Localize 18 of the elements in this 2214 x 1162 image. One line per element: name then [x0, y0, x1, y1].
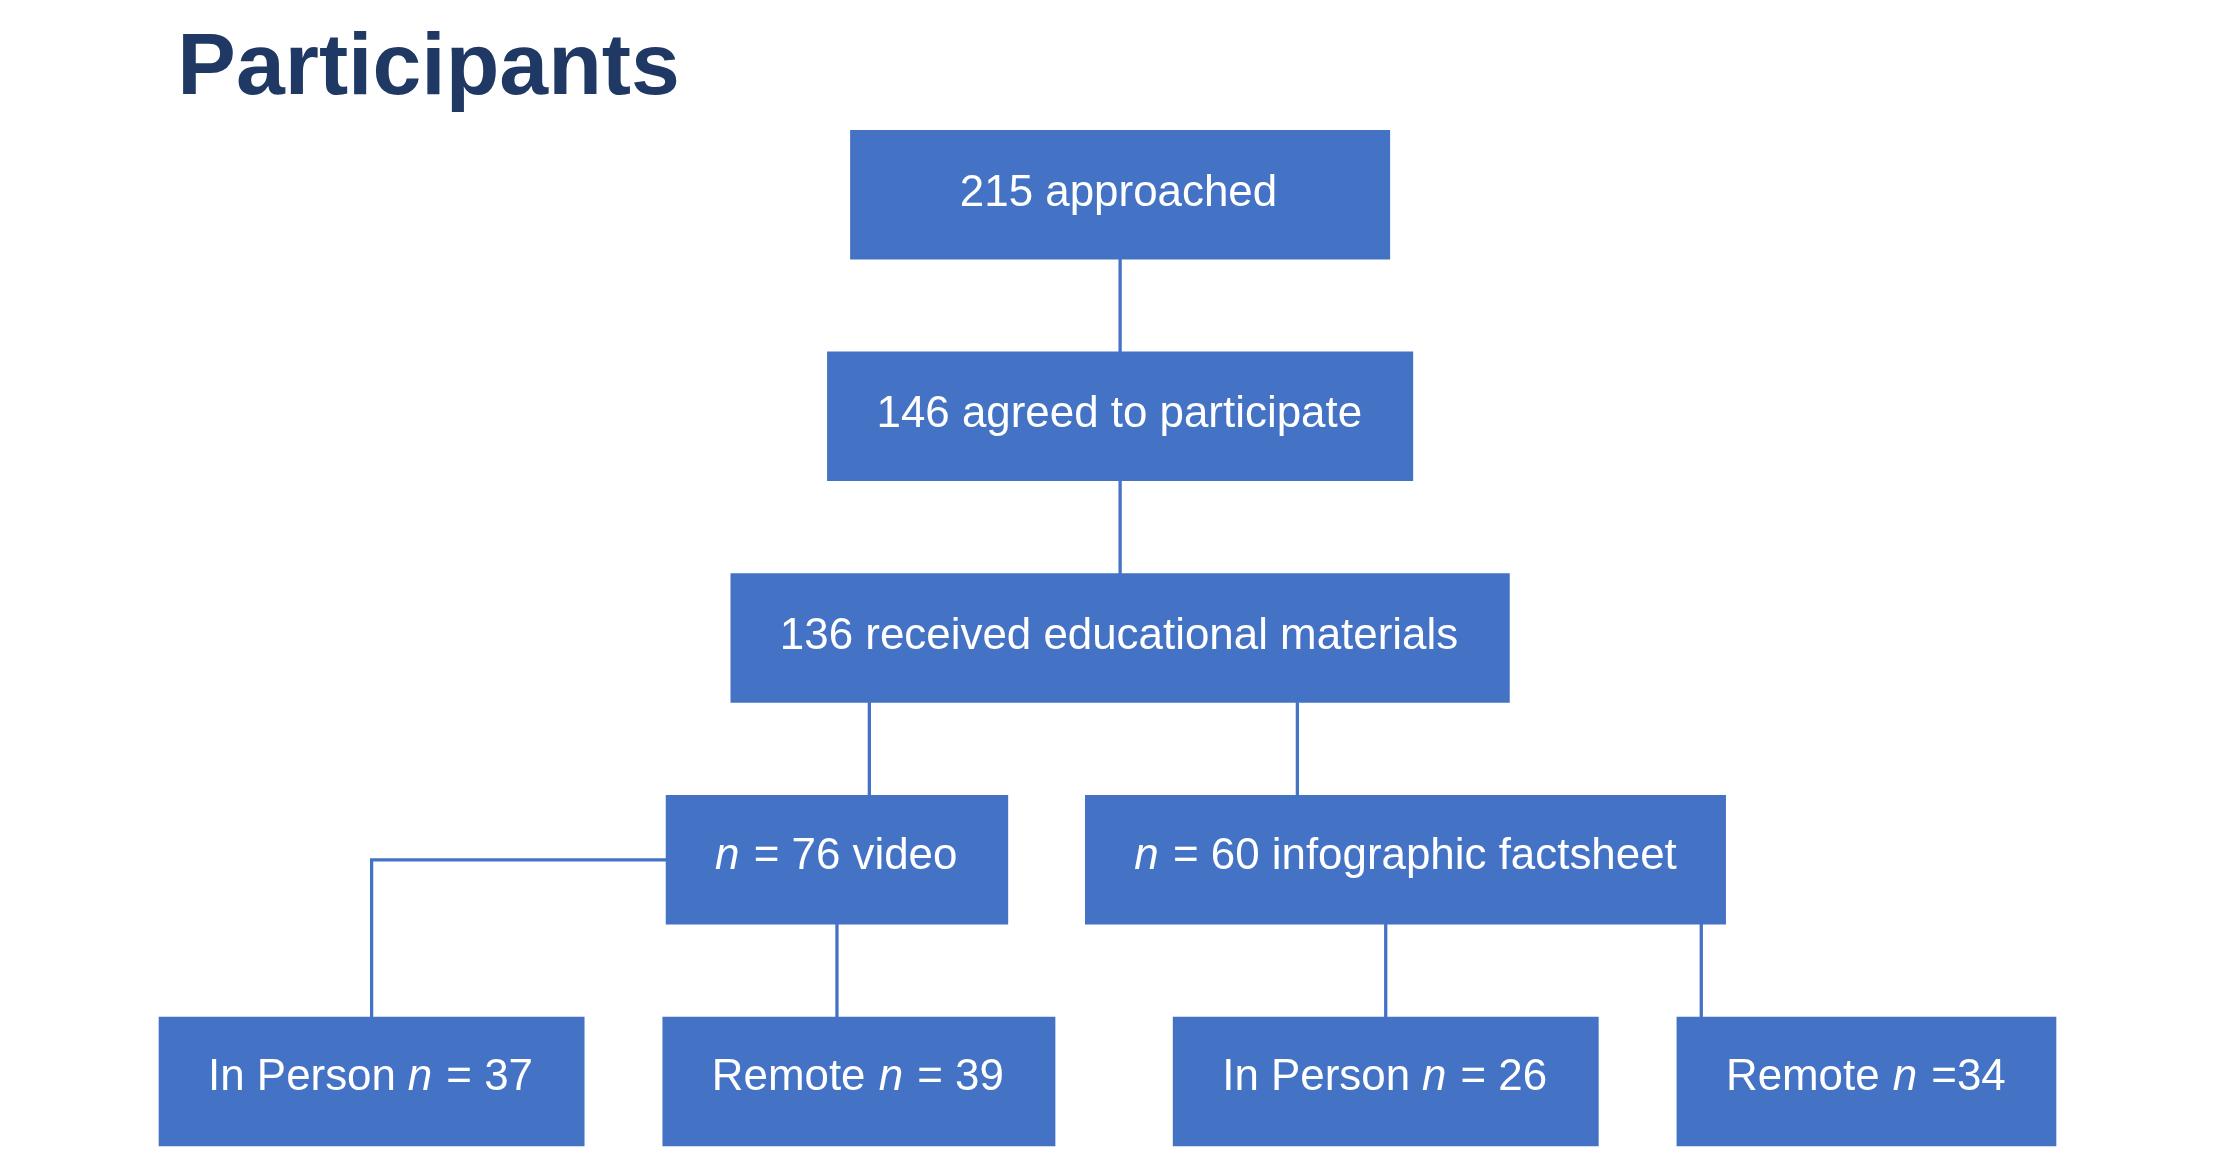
node-box: 215 approached: [849, 129, 1390, 260]
connector: [867, 702, 871, 796]
node-box: n = 60 infographic factsheet: [1084, 795, 1726, 925]
node-box: 146 agreed to participate: [826, 351, 1413, 482]
connector: [1383, 923, 1387, 1018]
node-box: 136 received educational materials: [730, 573, 1510, 703]
node-box: Remote n =34: [1676, 1016, 2056, 1147]
connector: [834, 923, 839, 1018]
connector: [369, 858, 666, 1018]
node-box: In Person n = 37: [158, 1016, 585, 1147]
node-box: n = 76 video: [665, 795, 1008, 925]
connector: [1117, 258, 1122, 353]
node-box: Remote n = 39: [661, 1016, 1055, 1147]
connector: [1117, 480, 1122, 575]
node-box: In Person n = 26: [1172, 1016, 1599, 1147]
connector: [1295, 702, 1299, 796]
diagram-title: Participants: [176, 14, 680, 113]
connector: [1699, 923, 1703, 1018]
